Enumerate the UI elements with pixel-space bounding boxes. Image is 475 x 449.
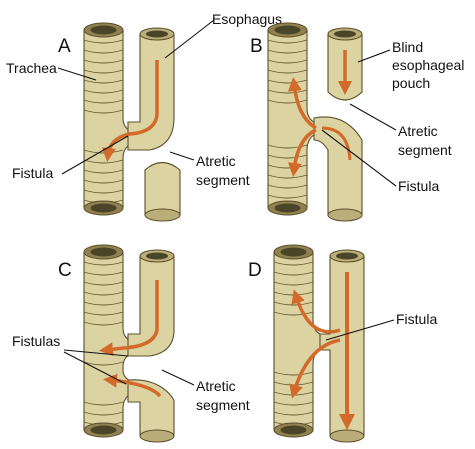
panel-a-fistula-leader — [61, 135, 129, 175]
panel-a-atretic-leader — [169, 151, 195, 161]
panel-a-trachea — [83, 22, 136, 216]
panel-c-atretic-label: Atretic — [196, 378, 236, 394]
panel-b-pouch-label-3: pouch — [392, 75, 430, 91]
panel-b-pouch-label-1: Blind — [392, 39, 423, 55]
panel-c-esophagus-upper — [127, 249, 175, 357]
panel-b-letter: B — [250, 36, 263, 57]
panel-d-fistula-label: Fistula — [396, 311, 437, 327]
panel-d-trachea — [273, 244, 327, 438]
panel-b-atretic-label: Atretic — [398, 123, 438, 139]
panel-b-trachea — [267, 22, 321, 216]
panel-b-flow-arrow-down — [287, 128, 317, 177]
panel-b-fistula-label: Fistula — [398, 178, 439, 194]
panel-c-fistulas-label: Fistulas — [12, 333, 60, 349]
panel-a-esophagus-upper — [127, 27, 175, 151]
panel-a-esophagus-label: Esophagus — [212, 11, 282, 27]
panel-a-atretic-label: Atretic — [196, 153, 236, 169]
panel-a-letter: A — [58, 36, 71, 57]
panel-b-pouch-leader — [357, 49, 391, 63]
panel-a-segment-label: segment — [196, 172, 250, 188]
panel-c-fistulas-leader-2 — [63, 351, 127, 385]
panel-c-trachea — [83, 244, 136, 438]
panel-c-fistulas-leader-1 — [63, 349, 129, 357]
panel-c-flow-arrow-upper — [99, 280, 159, 357]
panel-b-esophagus-lower — [313, 116, 363, 222]
panel-c-letter: C — [58, 260, 72, 281]
panel-a: A — [6, 11, 282, 222]
panel-a-esophagus-leader — [164, 19, 215, 59]
panel-d-flow-arrow-up — [291, 289, 341, 334]
panel-c-flow-arrow-lower — [103, 373, 162, 398]
panel-b-atretic-leader — [349, 103, 397, 131]
panel-b-fistula-leader — [321, 129, 397, 187]
panel-b: B — [250, 22, 464, 222]
panel-a-fistula-label: Fistula — [12, 165, 53, 181]
panel-b-flow-arrow-lower — [321, 126, 352, 161]
panel-d-esophagus — [319, 249, 365, 443]
panel-a-atretic-segment — [144, 161, 181, 222]
panel-d-flow-arrow-down — [289, 338, 341, 399]
panel-a-trachea-label: Trachea — [6, 60, 57, 76]
panel-d: D Fistula — [248, 244, 437, 443]
panel-b-flow-arrow-up — [287, 77, 317, 130]
panel-c-segment-label: segment — [196, 397, 250, 413]
panel-d-letter: D — [248, 260, 262, 281]
panel-d-fistula-leader — [325, 319, 395, 341]
panel-b-segment-label: segment — [398, 142, 452, 158]
panel-b-pouch-label-2: esophageal — [392, 57, 464, 73]
panel-c-atretic-leader — [161, 369, 195, 386]
panel-a-trachea-leader — [57, 67, 97, 81]
panel-c: C Fis — [12, 244, 250, 443]
panel-c-esophagus-lower — [127, 379, 175, 443]
